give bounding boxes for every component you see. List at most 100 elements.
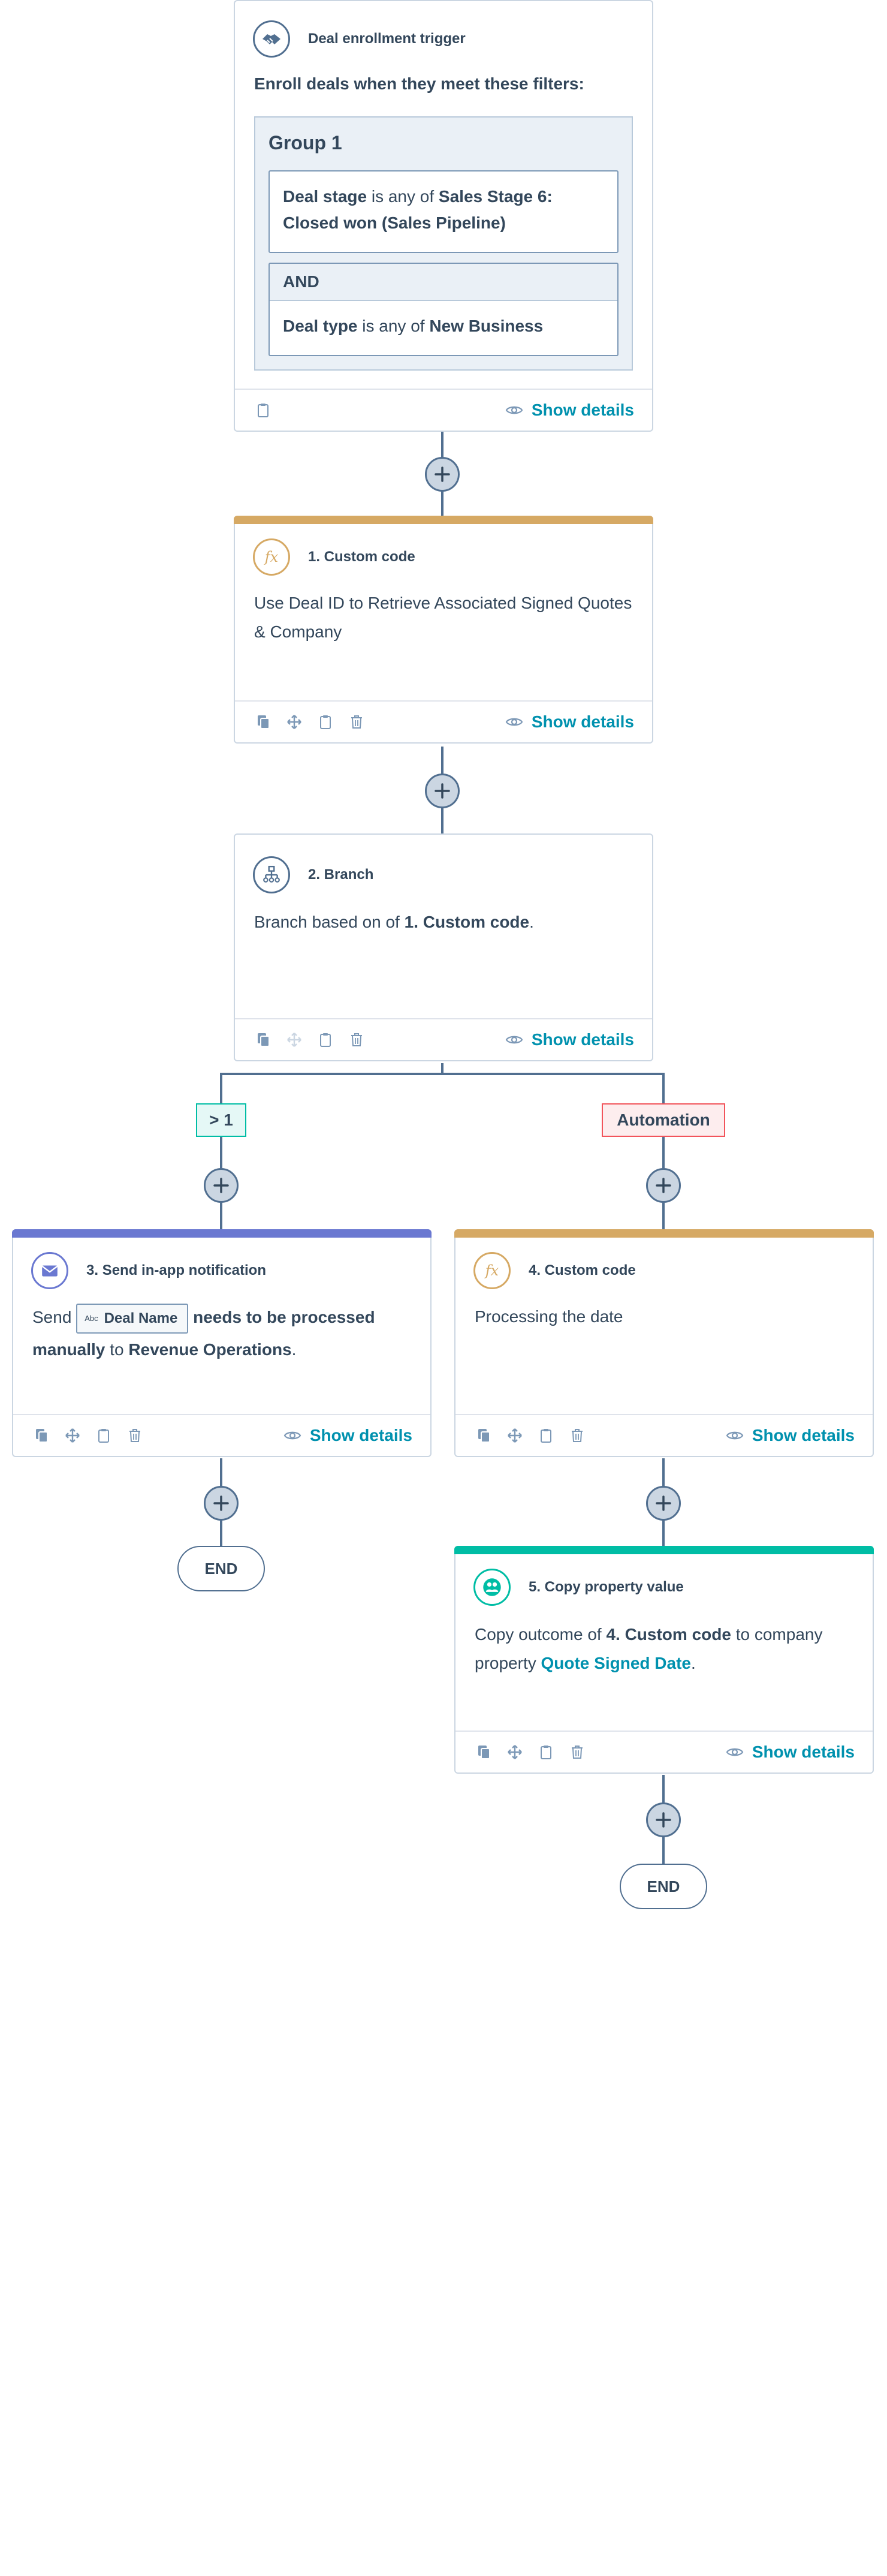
card-title: 4. Custom code xyxy=(529,1262,636,1278)
move-button xyxy=(284,1030,304,1050)
action-color-bar xyxy=(454,1546,874,1554)
show-details-link[interactable]: Show details xyxy=(283,1426,412,1445)
action-color-bar xyxy=(234,516,653,524)
token-label: Deal Name xyxy=(104,1310,178,1326)
delete-button[interactable] xyxy=(567,1425,587,1446)
enrollment-trigger-card[interactable]: Deal enrollment trigger Enroll deals whe… xyxy=(234,0,653,432)
clipboard-button[interactable] xyxy=(536,1742,556,1762)
action-description: Processing the date xyxy=(475,1307,623,1326)
clipboard-button[interactable] xyxy=(315,1030,336,1050)
move-button[interactable] xyxy=(505,1742,525,1762)
show-details-link[interactable]: Show details xyxy=(505,1030,634,1049)
move-icon xyxy=(287,1033,301,1047)
trash-icon xyxy=(351,715,362,729)
custom-code-action-card[interactable]: fx 1. Custom code Use Deal ID to Retriev… xyxy=(234,516,653,744)
copy-button[interactable] xyxy=(253,1030,273,1050)
copy-button[interactable] xyxy=(253,712,273,732)
eye-icon xyxy=(726,1431,744,1440)
plus-icon xyxy=(435,783,450,799)
add-action-button[interactable] xyxy=(204,1486,239,1521)
clipboard-button[interactable] xyxy=(253,400,273,420)
clipboard-icon xyxy=(541,1746,551,1759)
trash-icon xyxy=(572,1429,583,1442)
end-node: END xyxy=(620,1864,707,1909)
description-text: . xyxy=(529,913,534,931)
branch-label-right[interactable]: Automation xyxy=(602,1103,725,1137)
show-details-link[interactable]: Show details xyxy=(505,712,634,732)
card-title: 2. Branch xyxy=(308,866,374,883)
text-property-icon: Abc xyxy=(85,1313,98,1323)
move-button[interactable] xyxy=(284,712,304,732)
delete-button[interactable] xyxy=(125,1425,145,1446)
move-button[interactable] xyxy=(505,1425,525,1446)
filter-row: Deal type is any of New Business xyxy=(270,301,617,351)
add-action-button[interactable] xyxy=(646,1802,681,1837)
delete-button[interactable] xyxy=(346,1030,367,1050)
add-action-button[interactable] xyxy=(646,1168,681,1203)
description-text: Copy outcome of xyxy=(475,1625,602,1644)
show-details-link[interactable]: Show details xyxy=(726,1426,855,1445)
description-text: to company property xyxy=(475,1625,823,1672)
card-footer: Show details xyxy=(235,1018,652,1060)
clipboard-button[interactable] xyxy=(315,712,336,732)
show-details-label: Show details xyxy=(309,1426,412,1445)
connector xyxy=(221,1073,664,1075)
show-details-label: Show details xyxy=(752,1743,855,1761)
filter-operator: is any of xyxy=(371,187,435,206)
plus-icon xyxy=(656,1495,671,1511)
clipboard-icon xyxy=(541,1429,551,1443)
show-details-label: Show details xyxy=(531,712,634,731)
end-node: END xyxy=(177,1546,265,1591)
group-title: Group 1 xyxy=(268,132,342,154)
branch-action-card[interactable]: 2. Branch Branch based on of 1. Custom c… xyxy=(234,833,653,1061)
filter-value: Sales Stage 6: Closed won (Sales Pipelin… xyxy=(283,187,553,232)
plus-icon xyxy=(213,1178,229,1193)
copy-button[interactable] xyxy=(473,1425,494,1446)
copy-button[interactable] xyxy=(31,1425,52,1446)
clipboard-button[interactable] xyxy=(93,1425,114,1446)
trash-icon xyxy=(351,1033,362,1046)
filter-property: Deal type xyxy=(283,317,358,335)
plus-icon xyxy=(213,1495,229,1511)
add-action-button[interactable] xyxy=(204,1168,239,1203)
connector xyxy=(220,1073,222,1232)
card-title: 5. Copy property value xyxy=(529,1579,684,1595)
notification-action-card[interactable]: 3. Send in-app notification Send Abc Deal… xyxy=(12,1229,432,1457)
property-link[interactable]: Quote Signed Date xyxy=(541,1654,691,1672)
move-icon xyxy=(65,1428,80,1443)
copy-button[interactable] xyxy=(473,1742,494,1762)
clipboard-icon xyxy=(320,715,331,729)
show-details-link[interactable]: Show details xyxy=(726,1743,855,1762)
card-title: 3. Send in-app notification xyxy=(86,1262,266,1278)
card-footer: Show details xyxy=(455,1731,873,1772)
move-button[interactable] xyxy=(62,1425,83,1446)
add-action-button[interactable] xyxy=(646,1486,681,1521)
and-label: AND xyxy=(270,264,617,301)
eye-icon xyxy=(505,406,523,414)
card-title: 1. Custom code xyxy=(308,549,415,565)
description-text: Send xyxy=(32,1308,72,1326)
custom-code-action-card[interactable]: fx 4. Custom code Processing the date Sh… xyxy=(454,1229,874,1457)
handshake-icon xyxy=(253,20,290,58)
branch-icon xyxy=(253,856,290,893)
move-icon xyxy=(508,1745,522,1759)
clipboard-button[interactable] xyxy=(536,1425,556,1446)
delete-button[interactable] xyxy=(346,712,367,732)
team-name: Revenue Operations xyxy=(128,1340,292,1359)
show-details-link[interactable]: Show details xyxy=(505,401,634,420)
show-details-label: Show details xyxy=(531,401,634,419)
add-action-button[interactable] xyxy=(425,457,460,492)
connector xyxy=(441,1063,444,1074)
branch-label-left[interactable]: > 1 xyxy=(196,1103,246,1137)
add-action-button[interactable] xyxy=(425,774,460,808)
eye-icon xyxy=(283,1431,301,1440)
show-details-label: Show details xyxy=(752,1426,855,1445)
plus-icon xyxy=(656,1812,671,1828)
description-text: . xyxy=(690,1654,696,1672)
delete-button[interactable] xyxy=(567,1742,587,1762)
fx-icon: fx xyxy=(473,1252,511,1289)
people-icon xyxy=(473,1569,511,1606)
action-reference: 1. Custom code xyxy=(404,913,530,931)
eye-icon xyxy=(505,718,523,726)
copy-property-action-card[interactable]: 5. Copy property value Copy outcome of 4… xyxy=(454,1546,874,1774)
